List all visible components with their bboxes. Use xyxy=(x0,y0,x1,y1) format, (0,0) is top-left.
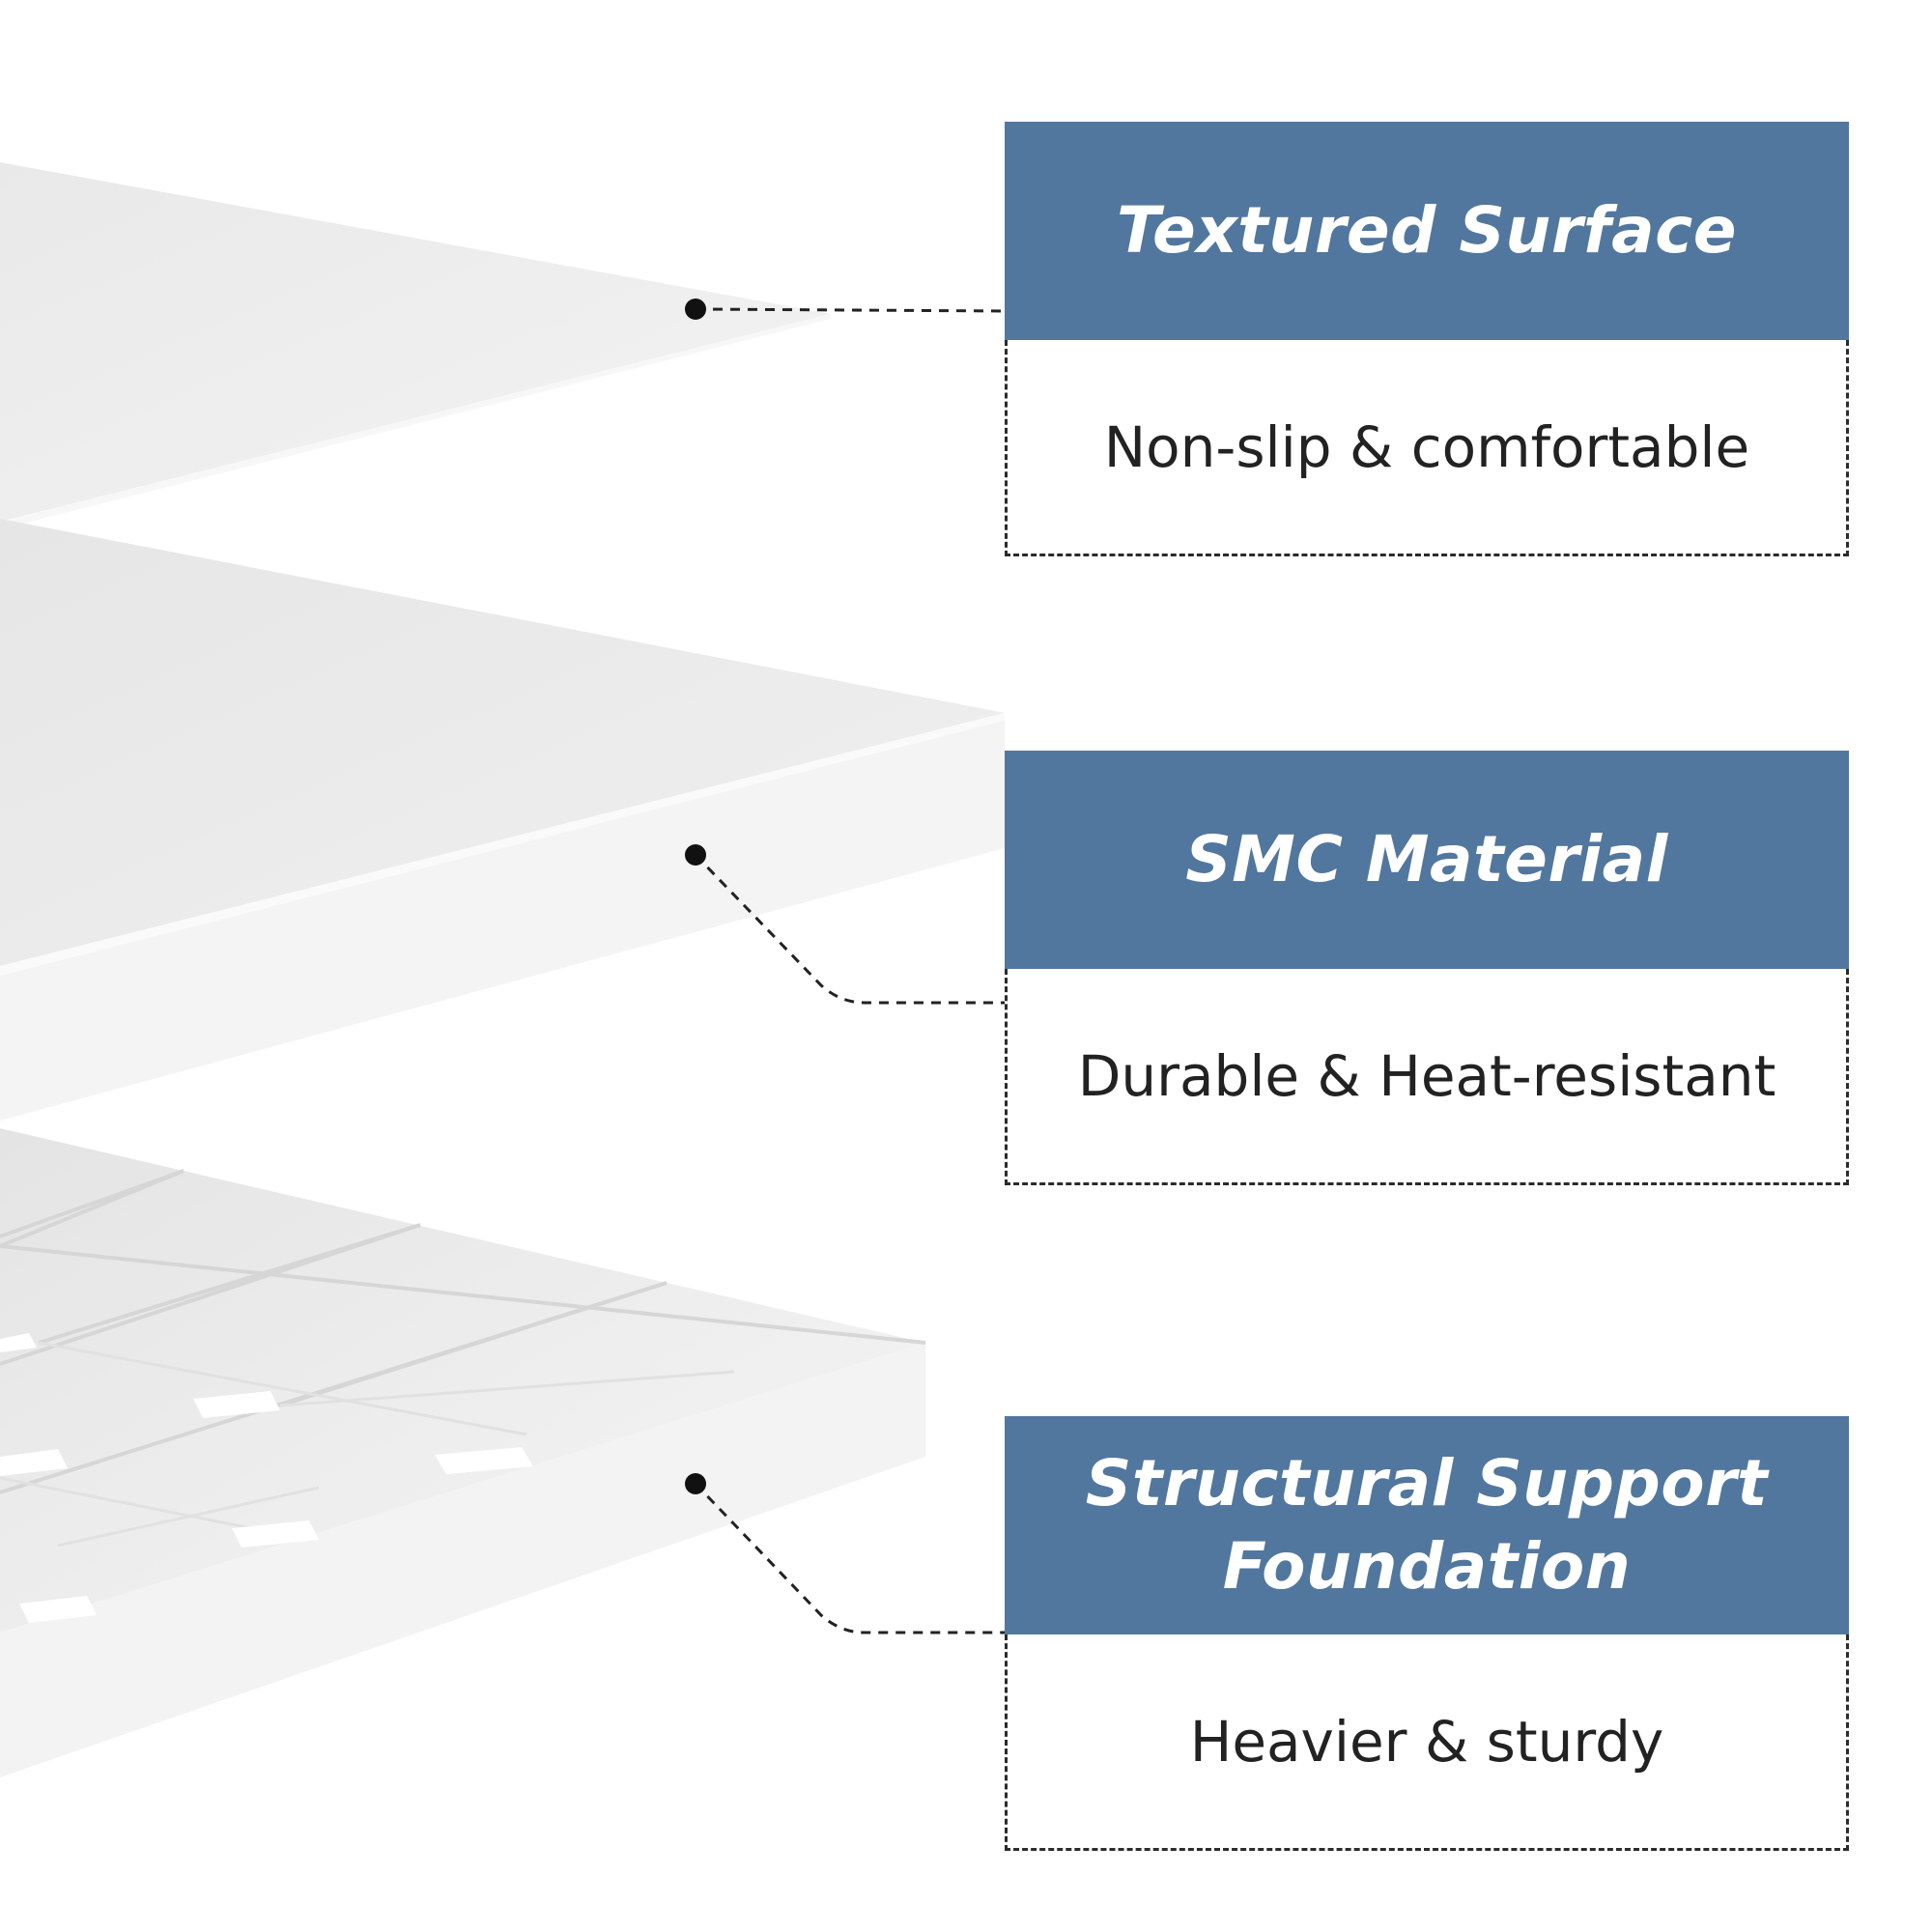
feature-title-line: SMC Material xyxy=(1185,822,1668,896)
feature-title: SMC Material xyxy=(1005,751,1849,969)
feature-description: Durable & Heat-resistant xyxy=(1005,969,1849,1185)
feature-title-line: Textured Surface xyxy=(1116,193,1738,268)
connector-dot-1 xyxy=(685,298,706,320)
feature-title: Textured Surface xyxy=(1005,122,1849,340)
connector-dot-2 xyxy=(685,844,706,866)
feature-card-structural-support: Structural Support Foundation Heavier & … xyxy=(1005,1416,1849,1851)
connector-dot-3 xyxy=(685,1473,706,1494)
connector-lines xyxy=(694,307,1006,1634)
feature-card-textured-surface: Textured Surface Non-slip & comfortable xyxy=(1005,122,1849,556)
smc-material-layer xyxy=(0,519,1005,1121)
connector-line-3 xyxy=(694,1482,1005,1634)
textured-surface-layer xyxy=(0,162,831,529)
connector-dots xyxy=(685,298,706,1494)
feature-title-line: Structural Support xyxy=(1085,1446,1769,1520)
connector-line-2 xyxy=(694,853,1005,1005)
feature-card-smc-material: SMC Material Durable & Heat-resistant xyxy=(1005,751,1849,1185)
support-grid-layer xyxy=(0,1128,926,1777)
feature-title-line: Foundation xyxy=(1222,1529,1632,1604)
feature-title: Structural Support Foundation xyxy=(1005,1416,1849,1634)
feature-description: Non-slip & comfortable xyxy=(1005,340,1849,556)
feature-description: Heavier & sturdy xyxy=(1005,1634,1849,1851)
